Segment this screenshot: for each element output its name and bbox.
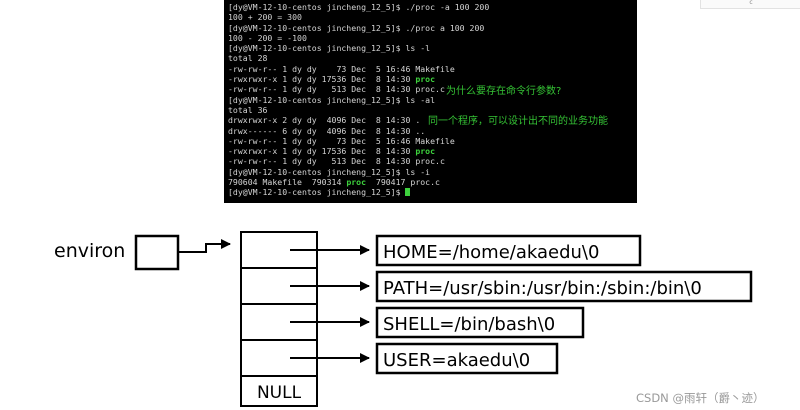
terminal-text: total 28 (228, 53, 268, 64)
terminal-text: 790604 Makefile 790314 (228, 177, 347, 188)
terminal-executable-name: proc (415, 74, 436, 85)
terminal-text: -rw-rw-r-- 1 dy dy 73 Dec 5 16:46 Makefi… (228, 63, 455, 74)
terminal-line: 790604 Makefile 790314 proc 790417 proc.… (228, 177, 637, 187)
terminal-line: [dy@VM-12-10-centos jincheng_12_5]$ (228, 187, 637, 197)
null-label: NULL (257, 383, 302, 403)
terminal-text: drwx------ 6 dy dy 4096 Dec 8 14:30 .. (228, 125, 426, 136)
terminal-line: total 36 (228, 105, 637, 115)
environ-arrow (178, 239, 231, 253)
terminal-cursor (405, 188, 411, 197)
terminal-text: [dy@VM-12-10-centos jincheng_12_5]$ ls -… (228, 43, 431, 54)
terminal-line: [dy@VM-12-10-centos jincheng_12_5]$ ./pr… (228, 2, 637, 12)
terminal-note-same-program: 同一个程序，可以设计出不同的业务功能 (428, 116, 608, 127)
terminal-executable-name: proc (346, 177, 367, 188)
env-string-home: HOME=/home/akaedu\0 (383, 242, 599, 263)
terminal-text: [dy@VM-12-10-centos jincheng_12_5]$ ./pr… (228, 2, 490, 12)
terminal-line: -rw-rw-r-- 1 dy dy 73 Dec 5 16:46 Makefi… (228, 64, 637, 74)
env-string-path: PATH=/usr/sbin:/usr/bin:/sbin:/bin\0 (383, 278, 702, 299)
terminal-text: -rwxrwxr-x 1 dy dy 17536 Dec 8 14:30 (228, 146, 416, 157)
env-string-shell: SHELL=/bin/bash\0 (383, 314, 555, 335)
corner-tab[interactable]: c (700, 0, 800, 9)
environ-label: environ (54, 240, 125, 262)
terminal-note-why-args: 为什么要存在命令行参数? (446, 86, 562, 97)
terminal-text: drwxrwxr-x 2 dy dy 4096 Dec 8 14:30 . (228, 115, 421, 126)
environ-diagram: environ NULL HOME=/home/akaedu\0 PATH=/u… (54, 231, 753, 407)
terminal-screenshot: [dy@VM-12-10-centos jincheng_12_5]$ ./pr… (224, 0, 637, 203)
env-string-box-shell (375, 306, 585, 339)
terminal-text: [dy@VM-12-10-centos jincheng_12_5]$ ls -… (228, 166, 431, 177)
terminal-line: 100 + 200 = 300 (228, 12, 637, 22)
terminal-line: -rw-rw-r-- 1 dy dy 73 Dec 5 16:46 Makefi… (228, 136, 637, 146)
terminal-line: total 28 (228, 53, 637, 63)
terminal-line: [dy@VM-12-10-centos jincheng_12_5]$ ls -… (228, 43, 637, 53)
terminal-line: -rwxrwxr-x 1 dy dy 17536 Dec 8 14:30 pro… (228, 74, 637, 84)
terminal-text: 100 - 200 = -100 (228, 32, 307, 43)
terminal-line: [dy@VM-12-10-centos jincheng_12_5]$ ls -… (228, 167, 637, 177)
terminal-text: -rw-rw-r-- 1 dy dy 513 Dec 8 14:30 proc.… (228, 84, 445, 95)
terminal-executable-name: proc (415, 146, 436, 157)
env-string-box-user (375, 342, 559, 375)
terminal-text: -rwxrwxr-x 1 dy dy 17536 Dec 8 14:30 (228, 74, 416, 85)
terminal-text: -rw-rw-r-- 1 dy dy 513 Dec 8 14:30 proc.… (228, 156, 445, 167)
env-string-user: USER=akaedu\0 (383, 350, 530, 371)
terminal-text: -rw-rw-r-- 1 dy dy 73 Dec 5 16:46 Makefi… (228, 135, 455, 146)
terminal-line: -rw-rw-r-- 1 dy dy 513 Dec 8 14:30 proc.… (228, 156, 637, 166)
csdn-watermark: CSDN @雨轩（爵丶迹） (636, 391, 765, 405)
terminal-line: 100 - 200 = -100 (228, 33, 637, 43)
terminal-text: total 36 (228, 104, 268, 115)
terminal-line: drwx------ 6 dy dy 4096 Dec 8 14:30 .. (228, 126, 637, 136)
env-string-box-path (375, 270, 753, 303)
terminal-text: [dy@VM-12-10-centos jincheng_12_5]$ ./pr… (228, 22, 485, 33)
env-string-box-home (375, 234, 642, 267)
terminal-text: 100 + 200 = 300 (228, 12, 302, 23)
terminal-line: [dy@VM-12-10-centos jincheng_12_5]$ ./pr… (228, 23, 637, 33)
terminal-text: [dy@VM-12-10-centos jincheng_12_5]$ ls -… (228, 94, 436, 105)
environ-pointer-box (134, 234, 180, 271)
array-slot-null (240, 375, 318, 407)
terminal-line: drwxrwxr-x 2 dy dy 4096 Dec 8 14:30 . (228, 115, 637, 125)
terminal-text: 790417 proc.c (366, 177, 440, 188)
terminal-line: -rw-rw-r-- 1 dy dy 513 Dec 8 14:30 proc.… (228, 84, 637, 94)
terminal-line: -rwxrwxr-x 1 dy dy 17536 Dec 8 14:30 pro… (228, 146, 637, 156)
terminal-line: [dy@VM-12-10-centos jincheng_12_5]$ ls -… (228, 95, 637, 105)
terminal-text: [dy@VM-12-10-centos jincheng_12_5]$ (228, 187, 406, 198)
